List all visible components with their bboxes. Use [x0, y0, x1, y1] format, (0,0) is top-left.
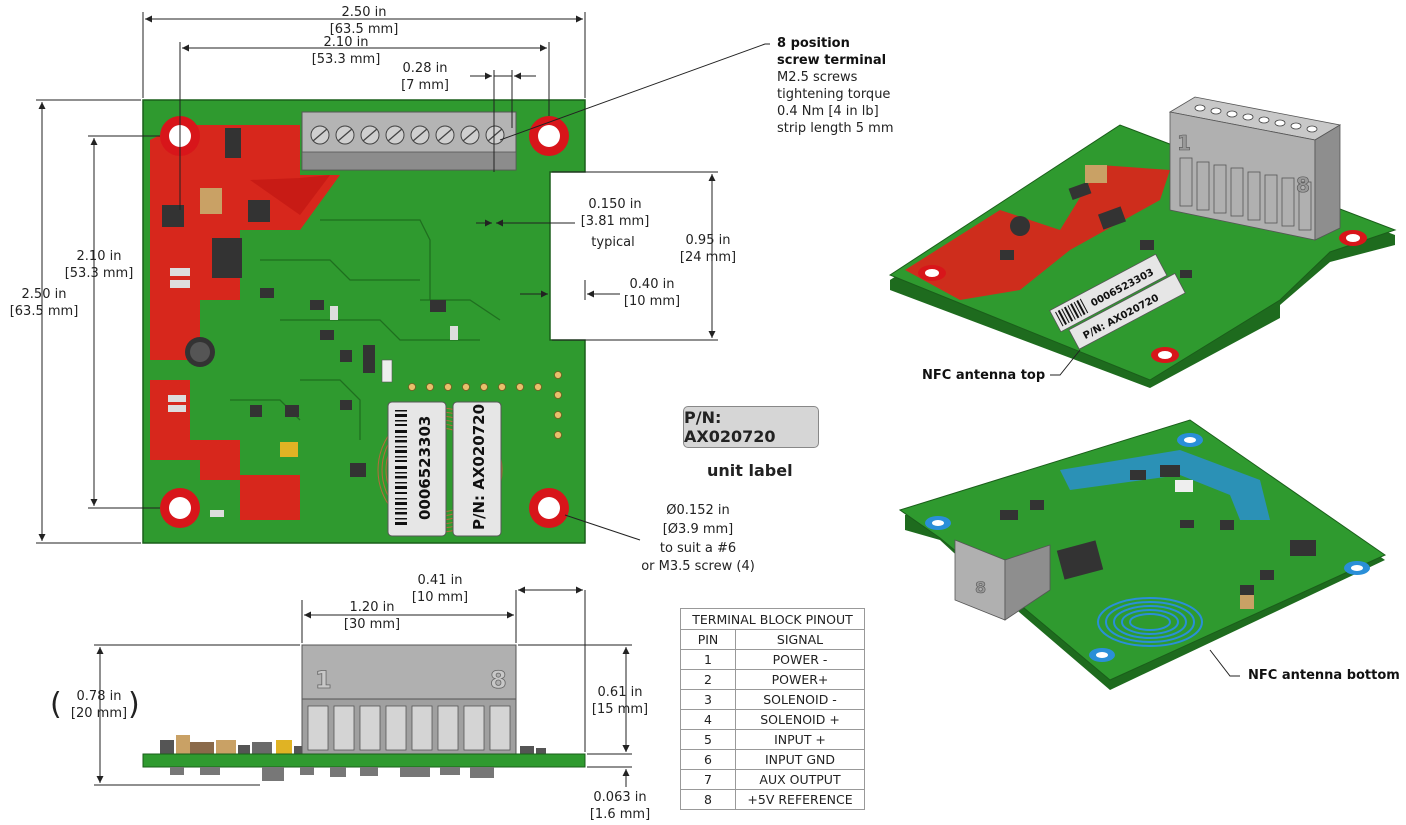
side-view-dimension-text: 1.20 in [30 mm] 0.41 in [10 mm] ( 0.78 i…: [50, 573, 650, 822]
svg-text:): ): [128, 687, 140, 722]
dim-total-height-mm: [20 mm]: [71, 706, 127, 721]
iso-top-view: 1 8 0006523303 P/N: AX020720 NFC antenna…: [888, 96, 1397, 388]
dim-hole-y-in: 2.10 in: [77, 249, 122, 264]
signal-cell: POWER -: [735, 649, 865, 670]
iso-block-pin-1: 1: [1177, 131, 1191, 155]
pinout-header-row: PIN SIGNAL: [680, 629, 865, 650]
terminal-note-line-4: strip length 5 mm: [777, 121, 894, 136]
signal-cell: INPUT GND: [735, 749, 865, 770]
dim-hole-screw-2: or M3.5 screw (4): [641, 559, 755, 574]
dim-pcb-thick-mm: [1.6 mm]: [590, 807, 650, 822]
dim-height-mm: [63.5 mm]: [10, 304, 79, 319]
svg-text:(: (: [50, 687, 62, 722]
terminal-note-title-1: 8 position: [777, 36, 850, 51]
pin-cell: 3: [680, 689, 736, 710]
dim-edge-offset-mm: [10 mm]: [412, 590, 468, 605]
dim-notch-d-in: 0.40 in: [630, 277, 675, 292]
pn-label-top: P/N: AX020720: [452, 401, 502, 537]
pin-cell: 1: [680, 649, 736, 670]
dim-block-width-mm: [30 mm]: [344, 617, 400, 632]
side-view-dimensions: [94, 586, 632, 787]
dim-total-height-in: 0.78 in: [77, 689, 122, 704]
dim-height-in: 2.50 in: [22, 287, 67, 302]
side-block-pin-8: 8: [490, 666, 507, 694]
serial-text-top: 0006523303: [416, 416, 434, 520]
dim-hole-x-mm: [53.3 mm]: [312, 52, 381, 67]
dim-notch-h-mm: [24 mm]: [680, 250, 736, 265]
dim-slot-note: typical: [591, 235, 634, 250]
pinout-header-pin: PIN: [680, 629, 736, 650]
unit-label-pn: P/N: AX020720: [684, 408, 776, 446]
signal-cell: INPUT +: [735, 729, 865, 750]
dim-hole-screw-1: to suit a #6: [660, 541, 736, 556]
signal-cell: SOLENOID +: [735, 709, 865, 730]
side-block-pin-1: 1: [315, 666, 332, 694]
dim-pcb-thick-in: 0.063 in: [593, 790, 646, 805]
pin-cell: 2: [680, 669, 736, 690]
terminal-note-title-2: screw terminal: [777, 53, 886, 68]
unit-label-caption: unit label: [707, 461, 793, 480]
terminal-block-top: [301, 111, 517, 171]
dim-hole-y-mm: [53.3 mm]: [65, 266, 134, 281]
iso-bottom-view: 8: [898, 419, 1400, 690]
top-view-dimensions: [36, 12, 770, 544]
pin-cell: 8: [680, 789, 736, 810]
pn-text-top: P/N: AX020720: [470, 404, 488, 530]
dim-width-in: 2.50 in: [342, 5, 387, 20]
svg-text:8: 8: [975, 578, 986, 597]
dim-notch-h-in: 0.95 in: [686, 233, 731, 248]
pinout-title: TERMINAL BLOCK PINOUT: [680, 608, 865, 630]
dim-hole-dia-in: Ø0.152 in: [666, 503, 729, 518]
dim-hole-x-in: 2.10 in: [324, 35, 369, 50]
dim-block-height-mm: [15 mm]: [592, 702, 648, 717]
signal-cell: POWER+: [735, 669, 865, 690]
table-row: 8+5V REFERENCE: [680, 789, 865, 810]
dim-block-height-in: 0.61 in: [598, 685, 643, 700]
terminal-note-line-3: 0.4 Nm [4 in lb]: [777, 104, 879, 119]
dim-edge-offset-in: 0.41 in: [418, 573, 463, 588]
serial-label-top: 0006523303: [387, 401, 447, 537]
pin-cell: 4: [680, 709, 736, 730]
pinout-header-signal: SIGNAL: [735, 629, 865, 650]
top-view-dimension-text: 2.50 in [63.5 mm] 2.10 in [53.3 mm] 0.28…: [10, 5, 755, 574]
dim-pitch-in: 0.28 in: [403, 61, 448, 76]
pin-cell: 5: [680, 729, 736, 750]
pin-cell: 7: [680, 769, 736, 790]
dim-block-width-in: 1.20 in: [350, 600, 395, 615]
dim-slot-mm: [3.81 mm]: [581, 214, 650, 229]
dim-pitch-mm: [7 mm]: [401, 78, 449, 93]
terminal-note-line-2: tightening torque: [777, 87, 890, 102]
dim-width-mm: [63.5 mm]: [330, 22, 399, 37]
signal-cell: +5V REFERENCE: [735, 789, 865, 810]
dim-slot-in: 0.150 in: [588, 197, 641, 212]
iso-top-caption: NFC antenna top: [922, 368, 1045, 383]
iso-bottom-caption: NFC antenna bottom: [1248, 668, 1400, 683]
dim-hole-dia-mm: [Ø3.9 mm]: [663, 522, 734, 537]
terminal-note: 8 position screw terminal M2.5 screws ti…: [777, 36, 894, 136]
unit-label-box: P/N: AX020720: [683, 406, 819, 448]
pin-cell: 6: [680, 749, 736, 770]
dim-notch-d-mm: [10 mm]: [624, 294, 680, 309]
terminal-note-line-1: M2.5 screws: [777, 70, 858, 85]
iso-block-pin-8: 8: [1296, 173, 1310, 197]
signal-cell: SOLENOID -: [735, 689, 865, 710]
side-view: 1 8: [142, 644, 586, 781]
top-view-board: 0006523303 P/N: AX020720: [142, 99, 586, 544]
signal-cell: AUX OUTPUT: [735, 769, 865, 790]
pinout-title-row: TERMINAL BLOCK PINOUT: [680, 608, 865, 630]
